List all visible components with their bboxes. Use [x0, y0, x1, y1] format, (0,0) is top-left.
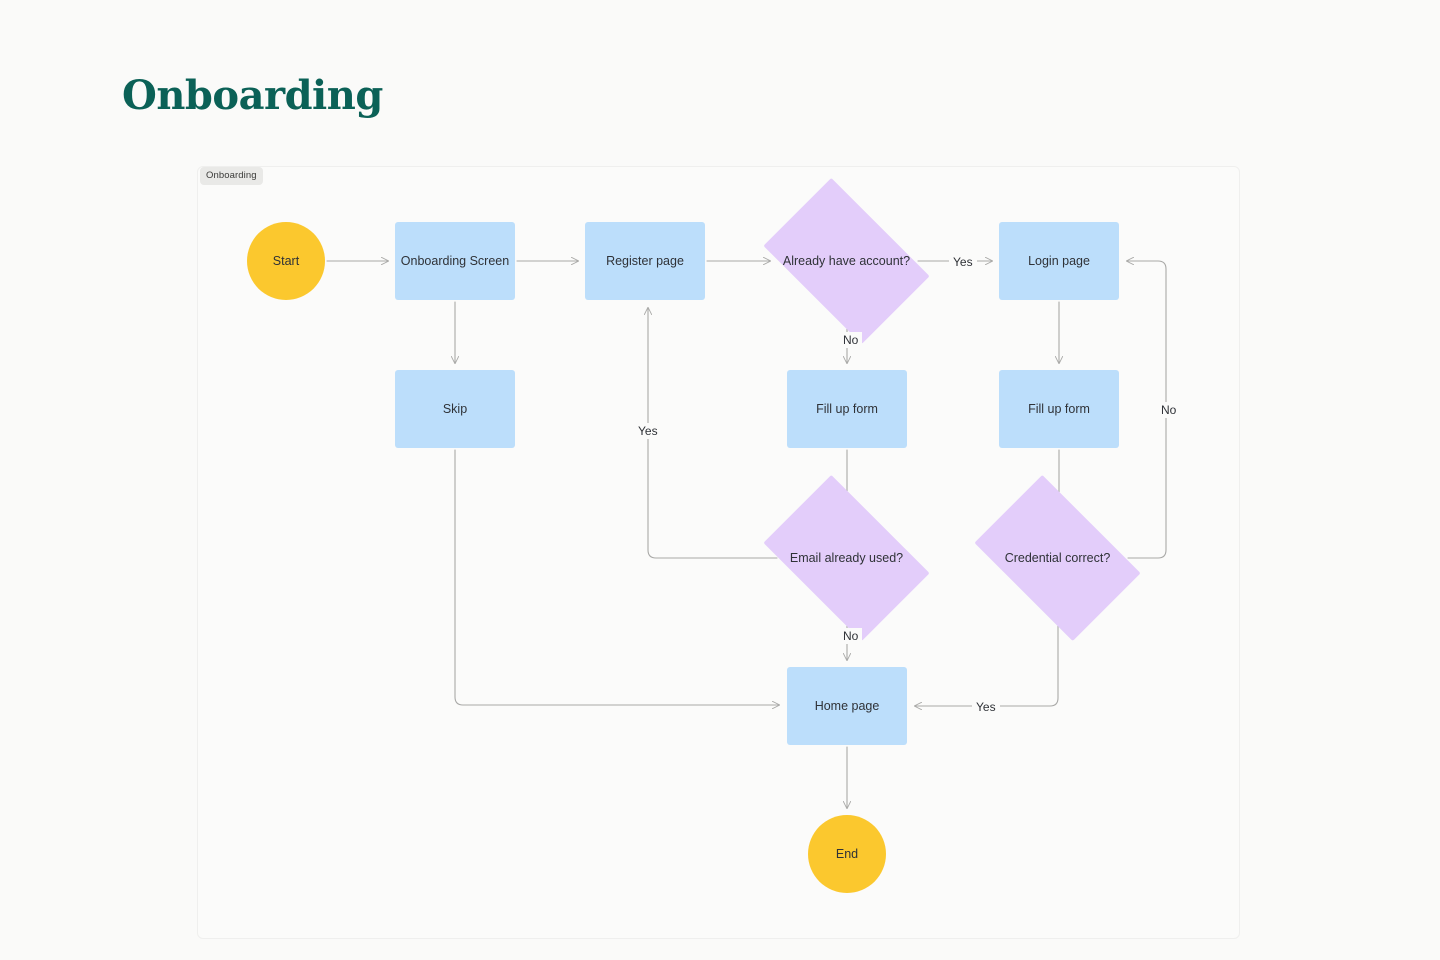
node-credential-correct[interactable]: Credential correct?: [974, 474, 1141, 642]
node-start[interactable]: Start: [247, 222, 325, 300]
node-onboarding-screen[interactable]: Onboarding Screen: [395, 222, 515, 300]
edge-label-yes-to-login: Yes: [949, 254, 977, 270]
node-fill-up-form-login-label: Fill up form: [1028, 401, 1090, 416]
node-home-page-label: Home page: [814, 698, 880, 713]
node-end-label: End: [835, 846, 859, 861]
node-start-label: Start: [272, 253, 300, 268]
edge-label-no-to-home: No: [839, 628, 863, 644]
node-register-page-label: Register page: [606, 253, 684, 268]
edge-label-yes-to-register: Yes: [634, 423, 662, 439]
node-register-page[interactable]: Register page: [585, 222, 705, 300]
node-credential-correct-label: Credential correct?: [1004, 550, 1111, 565]
edge-label-yes-to-home: Yes: [972, 699, 1000, 715]
node-end[interactable]: End: [808, 815, 886, 893]
node-skip[interactable]: Skip: [395, 370, 515, 448]
edge-label-no-to-fill-register: No: [839, 332, 863, 348]
node-home-page[interactable]: Home page: [787, 667, 907, 745]
node-email-already-used[interactable]: Email already used?: [763, 474, 930, 642]
node-skip-label: Skip: [442, 401, 468, 416]
page-title: Onboarding: [122, 72, 383, 119]
node-fill-up-form-register[interactable]: Fill up form: [787, 370, 907, 448]
frame-label[interactable]: Onboarding: [200, 167, 263, 185]
node-login-page-label: Login page: [1028, 253, 1090, 268]
node-fill-up-form-login[interactable]: Fill up form: [999, 370, 1119, 448]
edge-label-no-to-login: No: [1157, 402, 1181, 418]
node-email-already-used-label: Email already used?: [789, 550, 904, 565]
node-already-have-account-label: Already have account?: [782, 253, 911, 268]
node-already-have-account[interactable]: Already have account?: [763, 177, 930, 345]
node-fill-up-form-register-label: Fill up form: [816, 401, 878, 416]
node-login-page[interactable]: Login page: [999, 222, 1119, 300]
node-onboarding-screen-label: Onboarding Screen: [400, 253, 510, 268]
